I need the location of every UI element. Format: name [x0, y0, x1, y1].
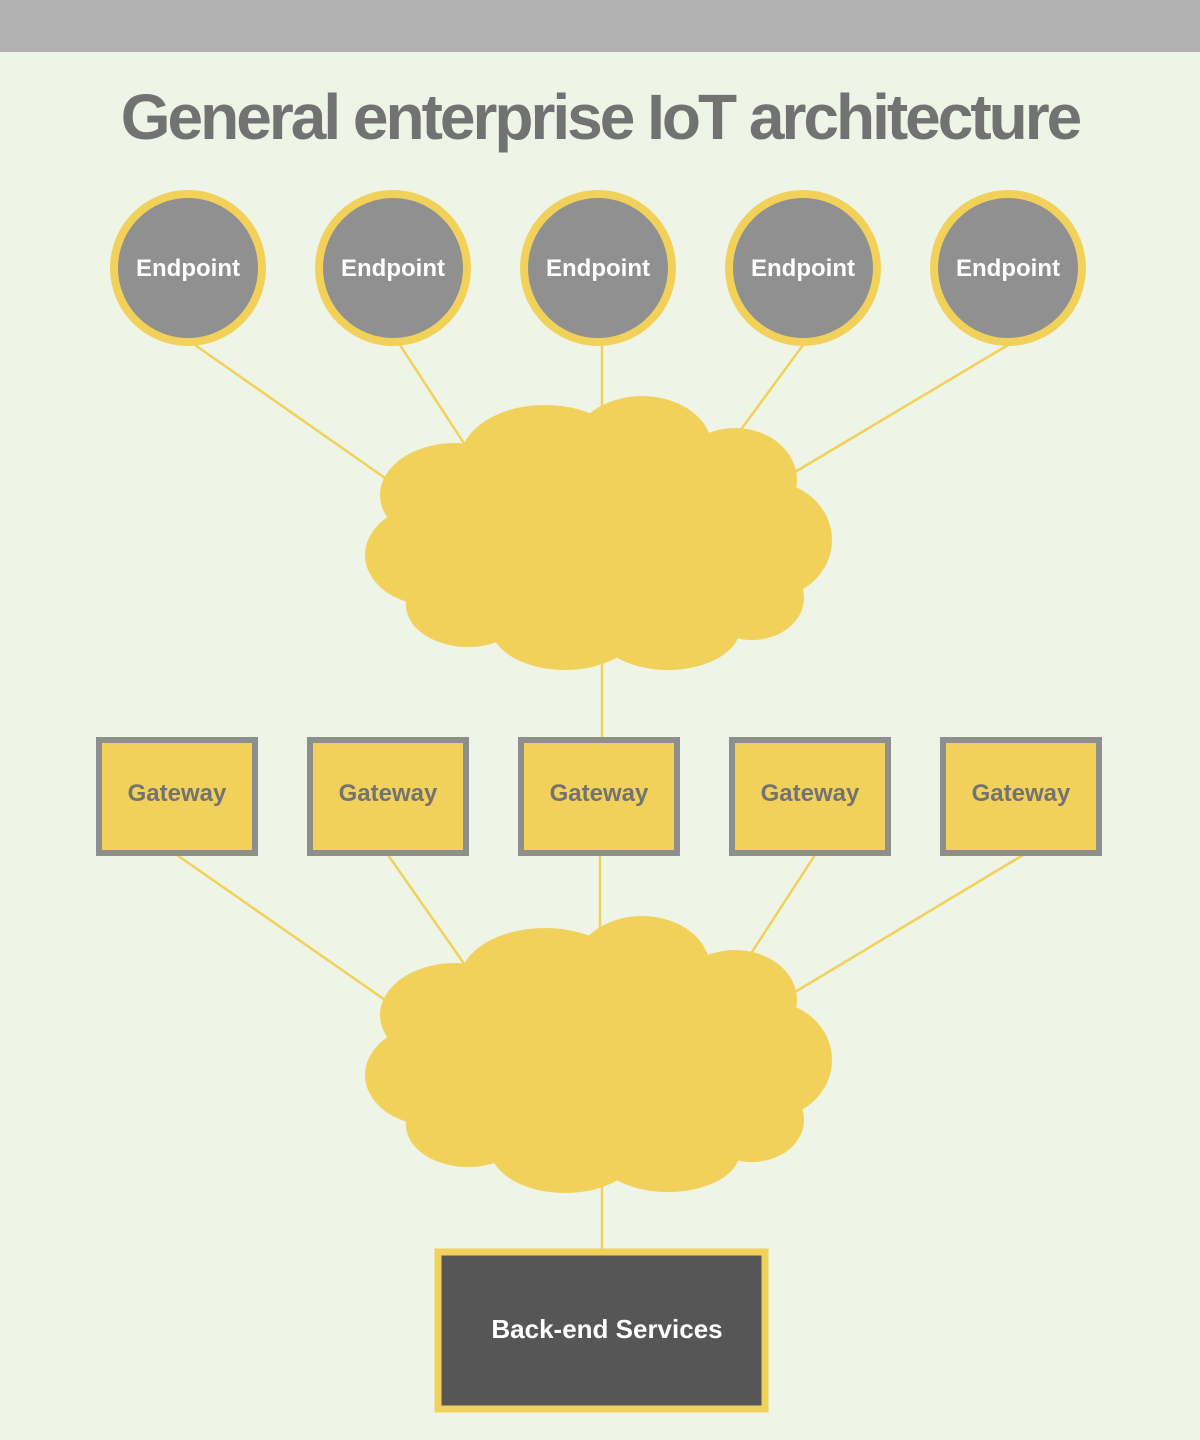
endpoint-3: Endpoint — [520, 190, 676, 346]
backend-label: Back-end Services — [491, 1314, 722, 1344]
connector-gateway-5 — [789, 853, 1024, 997]
cloud-icon — [365, 396, 832, 670]
gateway-label: Gateway — [339, 780, 438, 807]
network-cloud-lower — [365, 916, 832, 1193]
connector-gateway-2 — [386, 854, 467, 966]
endpoint-label: Endpoint — [751, 255, 855, 282]
connector-gateway-4 — [748, 854, 817, 956]
gateway-row: Gateway Gateway Gateway Gateway Gateway — [96, 737, 1102, 856]
connector-endpoint-4 — [735, 344, 805, 436]
gateway-label: Gateway — [128, 780, 227, 807]
endpoint-label: Endpoint — [136, 255, 240, 282]
network-cloud-upper — [365, 396, 832, 670]
page-title: General enterprise IoT architecture — [120, 81, 1083, 153]
connector-endpoint-1 — [194, 343, 386, 480]
gateway-2: Gateway — [307, 737, 469, 856]
top-bar — [0, 0, 1200, 52]
endpoint-label: Endpoint — [341, 255, 445, 282]
gateway-1: Gateway — [96, 737, 258, 856]
endpoint-2: Endpoint — [315, 190, 471, 346]
backend-services: Back-end Services — [434, 1248, 769, 1413]
connector-endpoint-2 — [398, 344, 467, 446]
endpoint-5: Endpoint — [930, 190, 1086, 346]
endpoint-row: Endpoint Endpoint Endpoint Endpoint Endp… — [110, 190, 1086, 346]
connector-gateway-1 — [176, 853, 386, 1002]
endpoint-label: Endpoint — [546, 255, 650, 282]
gateway-3: Gateway — [518, 737, 680, 856]
endpoint-label: Endpoint — [956, 255, 1060, 282]
cloud-icon — [365, 916, 832, 1193]
gateway-label: Gateway — [972, 780, 1071, 807]
endpoint-4: Endpoint — [725, 190, 881, 346]
connector-endpoint-5 — [789, 343, 1009, 477]
gateway-label: Gateway — [761, 780, 860, 807]
gateway-label: Gateway — [550, 780, 649, 807]
endpoint-1: Endpoint — [110, 190, 266, 346]
gateway-5: Gateway — [940, 737, 1102, 856]
gateway-4: Gateway — [729, 737, 891, 856]
